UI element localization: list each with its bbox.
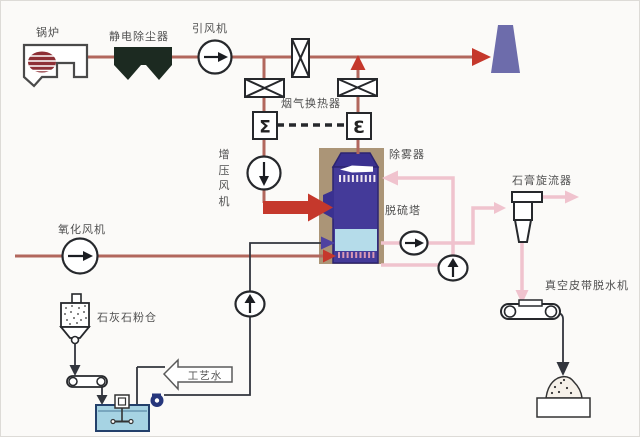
slurry-tank-icon [95, 393, 164, 432]
booster-fan-label: 增压风机 [218, 149, 230, 208]
main-damper-icon [291, 38, 310, 78]
demister-label: 除雾器 [389, 149, 425, 161]
ggh-sigma-right: Ɛ [353, 118, 365, 138]
recirculation-pump-icon [437, 254, 469, 282]
gypsum-cyclone-label: 石膏旋流器 [512, 175, 572, 187]
slurry-pool [335, 229, 377, 251]
tower-gas-arrow-icon [340, 165, 373, 173]
limestone-feeder-icon [66, 375, 108, 388]
flue-gas-arrowheads [263, 48, 491, 263]
ggh-damper-right-icon [337, 78, 378, 97]
chimney-icon [491, 25, 520, 73]
process-water-label: 工艺水 [187, 370, 223, 382]
belt-roller-left-icon [503, 305, 517, 318]
ggh-sigma-left: Σ [259, 118, 271, 138]
ggh-element-right-icon [346, 112, 372, 140]
id-fan-label: 引风机 [192, 23, 228, 35]
ggh-valves [244, 38, 378, 98]
limestone-silo-label: 石灰石粉仓 [97, 312, 157, 324]
vacuum-belt-label: 真空皮带脱水机 [545, 280, 629, 292]
id-fan-icon [197, 39, 233, 75]
ggh-label: 烟气换热器 [281, 98, 341, 110]
slurry-feed-arrowhead [321, 236, 335, 250]
ggh-element-left-icon [252, 111, 278, 140]
process-water-arrow-icon [162, 358, 233, 391]
agitator-icon [110, 394, 134, 425]
belt-roller-right-icon [544, 305, 558, 318]
gypsum-cyclone-icon [511, 191, 543, 243]
gypsum-pile-icon [536, 375, 591, 418]
tower-inlet-arrow [263, 193, 333, 222]
absorber-tower-icon [319, 148, 384, 264]
tower-inlet-duct [323, 190, 334, 219]
oxidation-fan-icon [61, 237, 99, 275]
booster-fan-icon [246, 155, 282, 191]
absorber-label: 脱硫塔 [385, 205, 421, 217]
esp-label: 静电除尘器 [109, 31, 169, 43]
cyclone-feed-pump-icon [399, 230, 429, 256]
flame-icon [28, 51, 56, 73]
slurry-feed-pump-icon [234, 290, 266, 318]
limestone-silo-icon [59, 293, 91, 345]
gypsum-slurry-lines [381, 176, 565, 291]
oxidation-fan-label: 氧化风机 [58, 224, 106, 236]
process-lines [74, 242, 564, 405]
dark-arrowheads [69, 362, 570, 405]
esp-icon [114, 47, 172, 80]
boiler-label: 锅炉 [36, 27, 60, 39]
tank-pump-icon [150, 393, 164, 407]
pink-arrowheads [382, 170, 579, 304]
boiler-icon [22, 43, 89, 88]
vacuum-belt-icon [500, 299, 561, 320]
ggh-elements: Σ Ɛ [252, 111, 372, 140]
demister-elements-icon [339, 175, 376, 182]
sparger-elements-icon [338, 252, 375, 258]
ggh-damper-left-icon [244, 78, 285, 98]
